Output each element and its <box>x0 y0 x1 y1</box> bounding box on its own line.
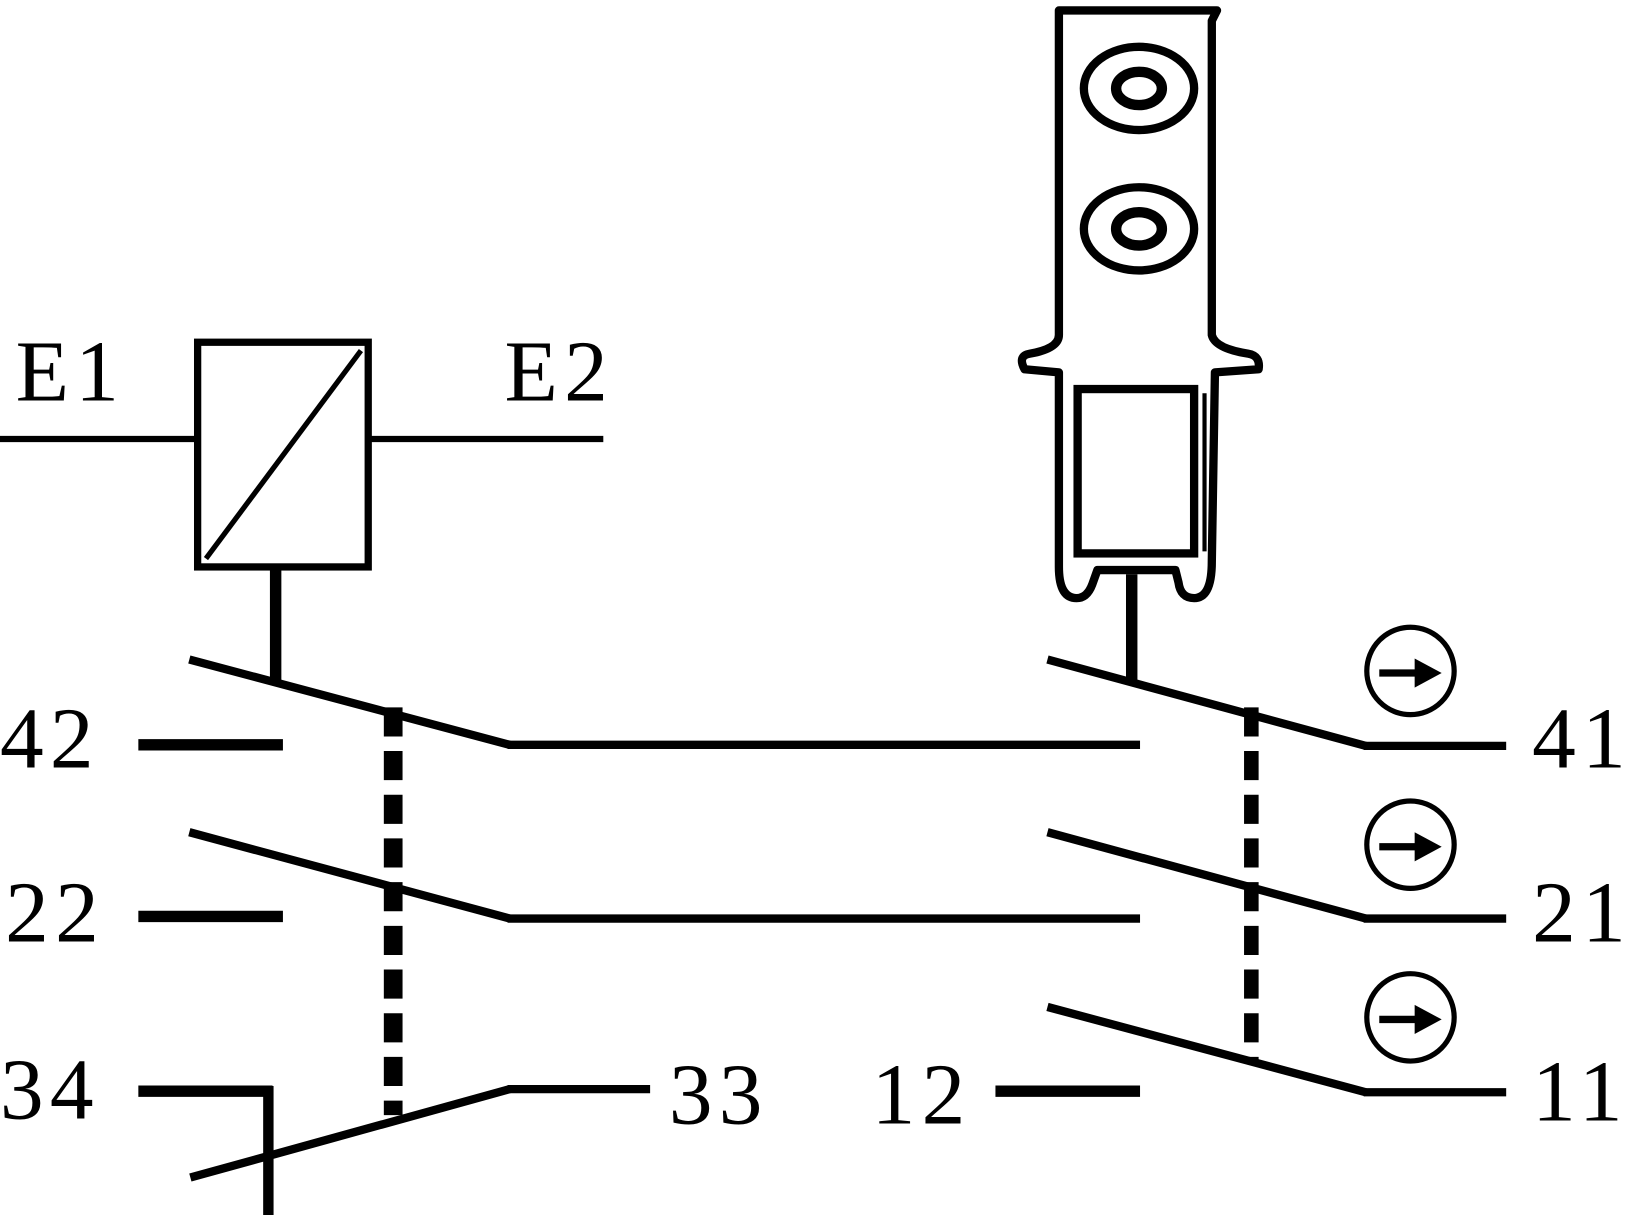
right-contact-block <box>995 655 1507 1097</box>
contact-label-42: 42 <box>0 690 100 787</box>
contact-label-34: 34 <box>0 1040 100 1137</box>
coil-icon <box>0 338 604 685</box>
contact-label-11: 11 <box>1532 1042 1629 1139</box>
contact-label-21: 21 <box>1532 863 1631 960</box>
left-contact-block <box>138 655 1141 1215</box>
contact-label-22: 22 <box>5 863 105 960</box>
contact-label-33: 33 <box>669 1045 769 1142</box>
positive-opening-arrow-circle-icon <box>1364 798 1457 891</box>
terminal-label-e2: E2 <box>504 322 614 419</box>
actuator-key-icon <box>1017 6 1264 685</box>
terminal-label-e1: E1 <box>16 322 126 419</box>
positive-opening-arrow-circle-icon <box>1364 971 1457 1064</box>
contact-label-12: 12 <box>872 1045 972 1142</box>
positive-opening-arrow-circle-icon <box>1364 624 1457 718</box>
contact-label-41: 41 <box>1532 690 1631 787</box>
